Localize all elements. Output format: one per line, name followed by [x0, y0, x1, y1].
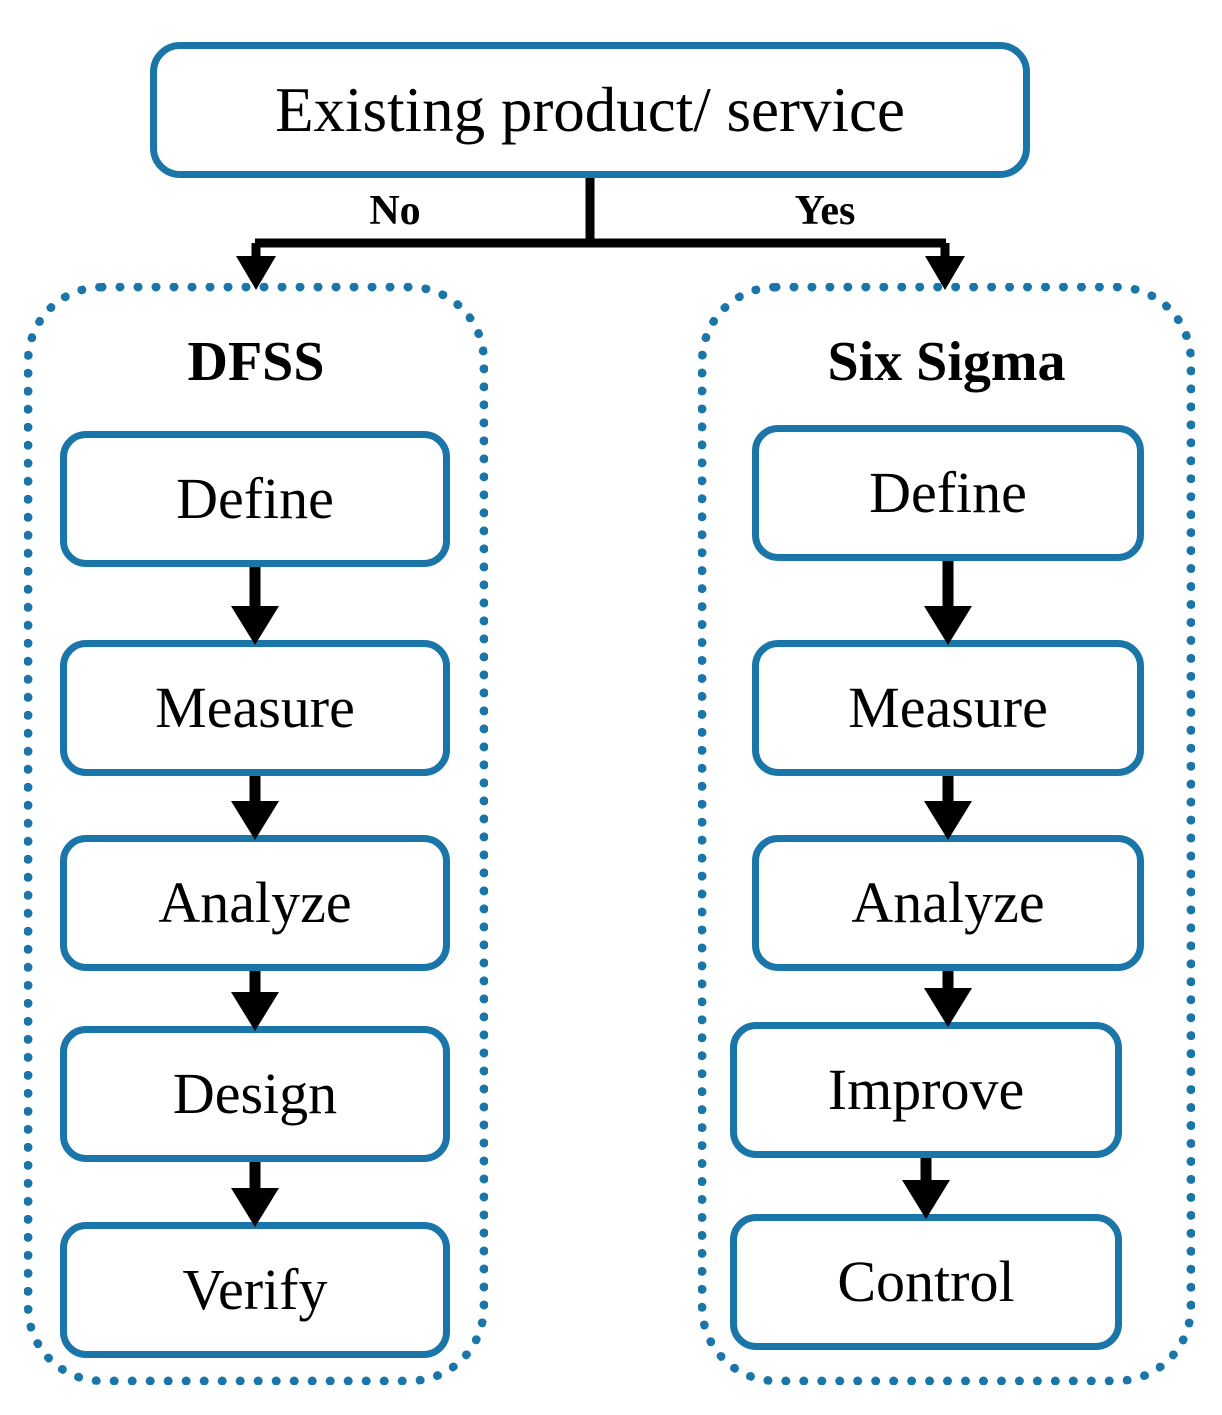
- step-label: Measure: [155, 675, 355, 740]
- root-node-existing-product-service[interactable]: Existing product/ service: [150, 42, 1030, 178]
- step-node-dfss-analyze[interactable]: Analyze: [60, 835, 450, 971]
- step-node-dfss-define[interactable]: Define: [60, 431, 450, 567]
- root-node-label: Existing product/ service: [275, 74, 905, 145]
- step-label: Define: [869, 460, 1027, 525]
- branch-label-yes: Yes: [794, 188, 856, 234]
- step-node-sixsigma-analyze[interactable]: Analyze: [752, 835, 1144, 971]
- step-label: Analyze: [851, 870, 1045, 935]
- step-label: Analyze: [158, 870, 352, 935]
- step-node-dfss-measure[interactable]: Measure: [60, 640, 450, 776]
- step-node-sixsigma-improve[interactable]: Improve: [730, 1022, 1122, 1158]
- step-label: Design: [172, 1061, 338, 1126]
- step-label: Verify: [182, 1257, 328, 1322]
- step-label: Control: [837, 1249, 1015, 1314]
- branch-label-no: No: [369, 188, 421, 234]
- step-node-sixsigma-control[interactable]: Control: [730, 1214, 1122, 1350]
- step-label: Define: [176, 466, 334, 531]
- step-node-dfss-design[interactable]: Design: [60, 1026, 450, 1162]
- step-node-sixsigma-measure[interactable]: Measure: [752, 640, 1144, 776]
- step-label: Measure: [848, 675, 1048, 740]
- lane-title-dfss: DFSS: [187, 331, 325, 393]
- step-node-sixsigma-define[interactable]: Define: [752, 425, 1144, 561]
- lane-title-six-sigma: Six Sigma: [827, 331, 1066, 393]
- step-label: Improve: [827, 1057, 1025, 1122]
- step-node-dfss-verify[interactable]: Verify: [60, 1222, 450, 1358]
